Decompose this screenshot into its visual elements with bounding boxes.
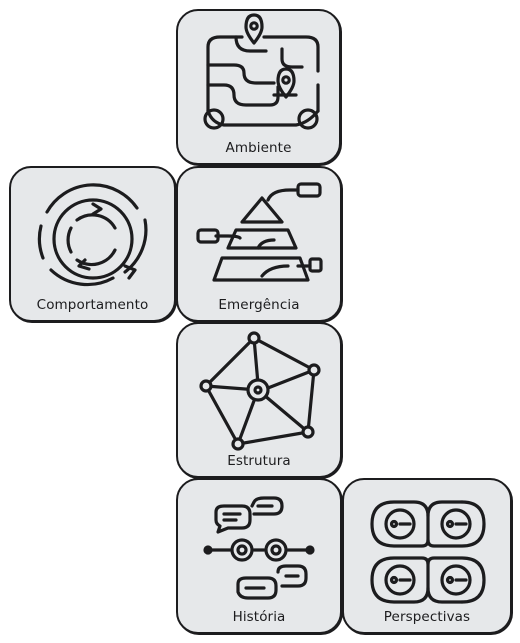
tile-label: Estrutura — [227, 453, 291, 469]
quadrants-icon — [370, 500, 486, 604]
tile-estrutura[interactable]: Estrutura — [176, 322, 342, 478]
tile-label: História — [232, 609, 286, 625]
tile-label: Ambiente — [225, 140, 292, 156]
tile-label: Perspectivas — [383, 609, 471, 625]
cycle-icon — [37, 183, 148, 287]
tile-comportamento[interactable]: Comportamento — [9, 166, 176, 322]
tile-label: Emergência — [218, 297, 300, 313]
tile-ambiente[interactable]: Ambiente — [176, 9, 341, 165]
tile-historia[interactable]: História — [176, 478, 342, 634]
tile-perspectivas[interactable]: Perspectivas — [342, 478, 512, 634]
map-icon — [203, 13, 320, 130]
pyramid-icon — [196, 182, 323, 282]
network-icon — [199, 331, 321, 451]
tile-label: Comportamento — [36, 297, 149, 313]
timeline-icon — [203, 496, 315, 600]
tile-emergencia[interactable]: Emergência — [176, 166, 342, 322]
